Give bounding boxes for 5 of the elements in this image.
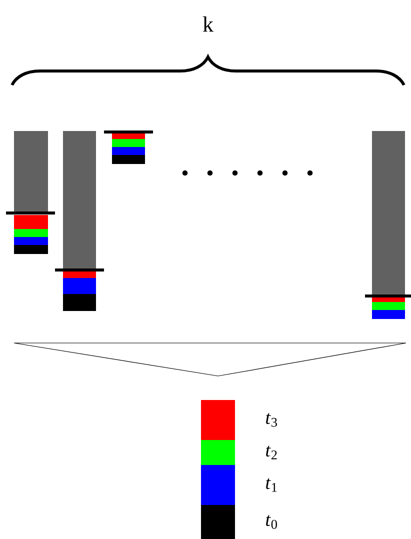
legend-label: t$_{0}$ xyxy=(266,515,277,529)
legend-label: t$_{1}$ xyxy=(266,478,277,492)
brace-label: k xyxy=(202,16,214,32)
legend-label: t$_{2}$ xyxy=(266,446,277,460)
legend-label: t$_{3}$ xyxy=(266,413,277,427)
